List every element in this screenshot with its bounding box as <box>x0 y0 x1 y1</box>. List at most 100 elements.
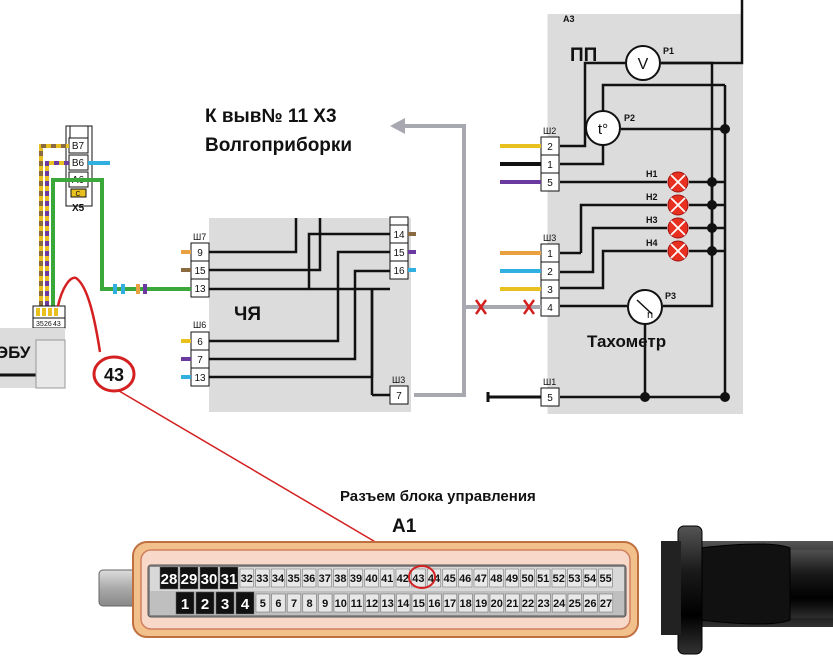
a1-pin-number: 55 <box>599 573 611 585</box>
a1-pin-number: 50 <box>521 573 533 585</box>
p3-label: P3 <box>665 291 676 301</box>
a1-pin-number: 52 <box>553 573 565 585</box>
a1-pin: 23 <box>536 593 551 613</box>
pp-label: ПП <box>570 45 597 66</box>
a3-external-wires <box>486 144 541 402</box>
a1-pin: 3 <box>215 591 235 615</box>
a1-pin-number: 45 <box>443 573 455 585</box>
a1-pin-number: 16 <box>428 598 440 610</box>
a1-pin: 37 <box>317 568 332 588</box>
h3-label: H3 <box>646 215 658 225</box>
pin-43-highlight <box>408 565 436 589</box>
a1-pin: 18 <box>458 593 473 613</box>
a1-pin: 21 <box>505 593 520 613</box>
p2-label: P2 <box>624 113 635 123</box>
x5-label: X5 <box>72 203 85 214</box>
a1-pin: 43 <box>411 568 426 588</box>
a1-connector <box>98 525 833 655</box>
a1-pin: 29 <box>179 566 199 590</box>
ebu-pin: 35 <box>36 321 44 328</box>
h2-label: H2 <box>646 192 658 202</box>
callout-line <box>113 387 424 571</box>
a1-pin-number: 40 <box>365 573 377 585</box>
a1-pin-number: 34 <box>272 573 285 585</box>
a1-pin-number: 4 <box>241 596 250 613</box>
x5-connector: B7 B6 A6 C X5 <box>65 125 110 214</box>
a3-junctions <box>640 124 730 402</box>
a1-pin-number: 13 <box>381 598 393 610</box>
arrow-icon <box>390 118 405 134</box>
a1-pin-number: 2 <box>201 596 209 613</box>
chya-sh3-pin: 7 <box>396 391 402 402</box>
a1-pin-number: 22 <box>522 598 534 610</box>
a1-pin-number: 47 <box>475 573 487 585</box>
a1-pin: 20 <box>489 593 504 613</box>
a1-pin: 55 <box>598 568 613 588</box>
a3-sh3-label: Ш3 <box>543 233 556 243</box>
wire-markers <box>113 284 147 294</box>
a3-sh3-pin: 3 <box>547 285 553 296</box>
chya-right-pin: 14 <box>393 230 405 241</box>
a1-pin: 9 <box>318 593 333 613</box>
a1-pin-number: 23 <box>537 598 549 610</box>
probe-wire <box>56 276 102 353</box>
a1-pin: 47 <box>473 568 488 588</box>
a3-sh2-label: Ш2 <box>543 126 556 136</box>
a1-pin-number: 46 <box>459 573 471 585</box>
a1-pin: 14 <box>396 593 411 613</box>
a1-pin: 36 <box>302 568 317 588</box>
a1-pin: 7 <box>286 593 302 613</box>
lamp-h3: H3 <box>646 215 689 239</box>
a1-pin-number: 30 <box>201 571 218 588</box>
a1-pin: 24 <box>552 593 567 613</box>
a1-pin: 26 <box>583 593 598 613</box>
h4-label: H4 <box>646 238 658 248</box>
a1-pin: 42 <box>395 568 410 588</box>
a1-pin-number: 9 <box>322 598 328 610</box>
a1-pin-number: 48 <box>490 573 502 585</box>
a1-pin: 53 <box>567 568 582 588</box>
lamp-h1: H1 <box>646 169 689 193</box>
a3-sh1-pin: 5 <box>547 393 553 404</box>
a1-pin-number: 26 <box>584 598 596 610</box>
a1-pin-number: 6 <box>275 598 281 610</box>
a1-pin-number: 53 <box>568 573 580 585</box>
chya-block: ЧЯ Ш7 9 15 13 Ш6 6 7 13 14 15 16 Ш3 7 <box>190 216 411 412</box>
chya-right-pin: 16 <box>393 266 405 277</box>
x5-pin: C <box>75 191 80 198</box>
a1-pin-number: 25 <box>569 598 581 610</box>
gray-wire <box>402 124 541 397</box>
a3-sh2-pin: 1 <box>547 160 553 171</box>
a1-pin-number: 36 <box>303 573 315 585</box>
p1-label: P1 <box>663 46 674 56</box>
voltmeter-symbol: V <box>638 56 649 73</box>
a3-sh1-label: Ш1 <box>543 377 556 387</box>
x5-pin: B6 <box>72 158 85 169</box>
a1-pin: 5 <box>255 593 270 613</box>
a1-pin: 49 <box>504 568 520 588</box>
target-label-line1: К выв№ 11 Х3 <box>205 106 337 127</box>
a1-pin-number: 18 <box>459 598 471 610</box>
chya-sh7-pin: 13 <box>194 284 206 295</box>
connector-a1-label: A1 <box>392 516 417 537</box>
a1-pin-number: 27 <box>600 598 612 610</box>
a3-sh2-pin: 2 <box>547 142 553 153</box>
a1-pin: 25 <box>567 593 582 613</box>
a3-connector-sh3: Ш3 1 2 3 4 <box>540 233 560 317</box>
callout-text: 43 <box>104 365 124 385</box>
a1-pin-number: 29 <box>181 571 198 588</box>
a1-pin: 15 <box>411 593 426 613</box>
a1-pin: 6 <box>271 593 286 613</box>
a1-pin-number: 33 <box>256 573 268 585</box>
temperature-symbol: t° <box>598 121 608 138</box>
tachometer-symbol: n <box>647 309 653 321</box>
ebu-pin: 43 <box>53 321 61 328</box>
a3-connector-sh2: Ш2 2 1 5 <box>540 126 560 192</box>
a1-pin-number: 31 <box>221 571 238 588</box>
a1-pin-number: 51 <box>537 573 549 585</box>
a1-pin: 39 <box>348 568 364 588</box>
a1-pin-number: 43 <box>412 573 424 585</box>
a1-pin: 40 <box>364 568 379 588</box>
a1-pin: 32 <box>239 568 254 588</box>
